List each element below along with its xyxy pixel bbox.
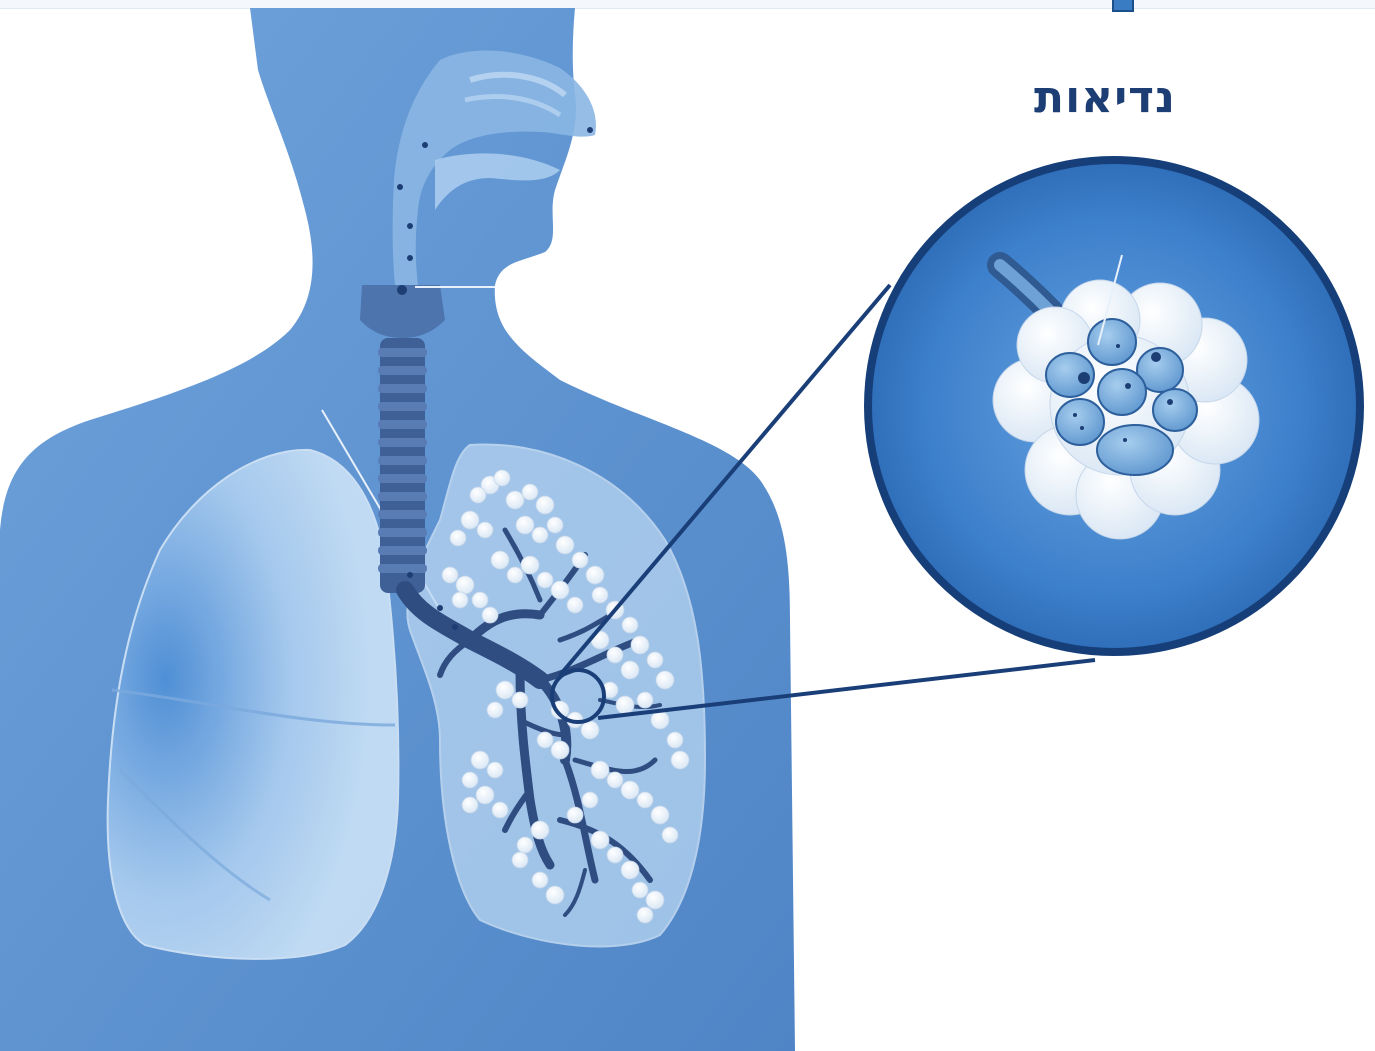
alveoli-magnifier — [868, 160, 1360, 652]
alveoli-label: נדיאות — [1000, 72, 1210, 123]
trachea — [378, 338, 427, 593]
